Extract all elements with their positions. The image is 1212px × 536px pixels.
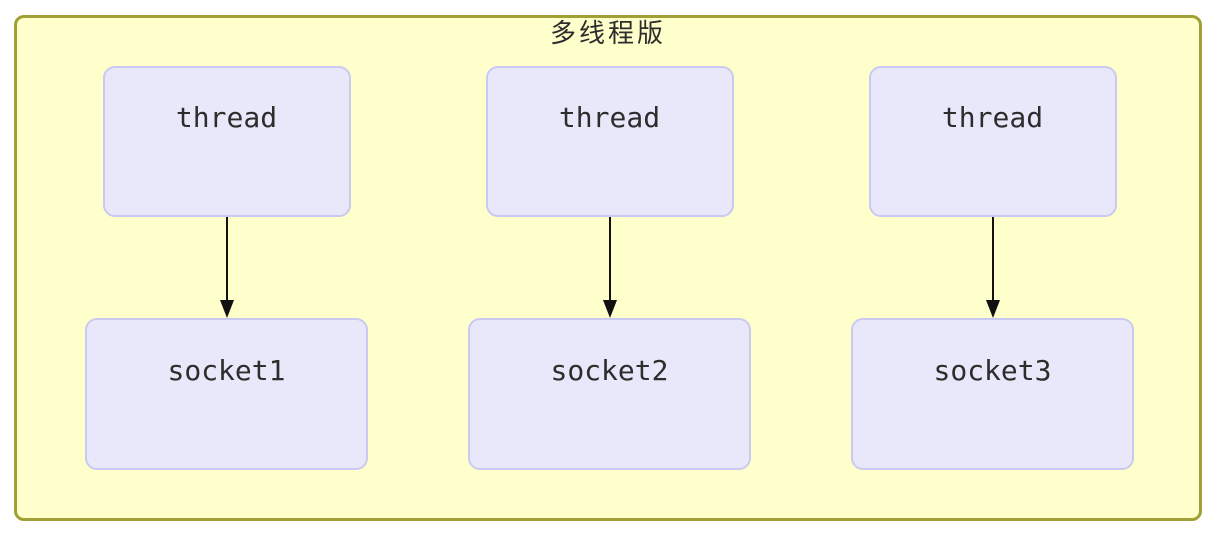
node-socket-3-label: socket3: [933, 354, 1052, 387]
arrow-down-icon: [602, 217, 617, 318]
multithread-group-box: 多线程版 thread socket1 thread socket2 threa…: [14, 15, 1202, 521]
arrow-down-icon: [985, 217, 1000, 318]
node-thread-3: thread: [868, 66, 1117, 217]
diagram-column-3: thread socket3: [851, 66, 1134, 470]
arrow-down-icon: [219, 217, 234, 318]
node-thread-3-label: thread: [941, 101, 1044, 134]
diagram-column-2: thread socket2: [468, 66, 751, 470]
node-socket-1-label: socket1: [167, 354, 286, 387]
node-socket-3: socket3: [851, 318, 1134, 470]
node-thread-1-label: thread: [175, 101, 278, 134]
diagram-column-1: thread socket1: [85, 66, 368, 470]
group-title: 多线程版: [549, 19, 666, 49]
node-socket-2: socket2: [468, 318, 751, 470]
node-socket-2-label: socket2: [550, 354, 669, 387]
node-thread-1: thread: [102, 66, 351, 217]
node-thread-2: thread: [485, 66, 734, 217]
node-thread-2-label: thread: [558, 101, 661, 134]
node-socket-1: socket1: [85, 318, 368, 470]
